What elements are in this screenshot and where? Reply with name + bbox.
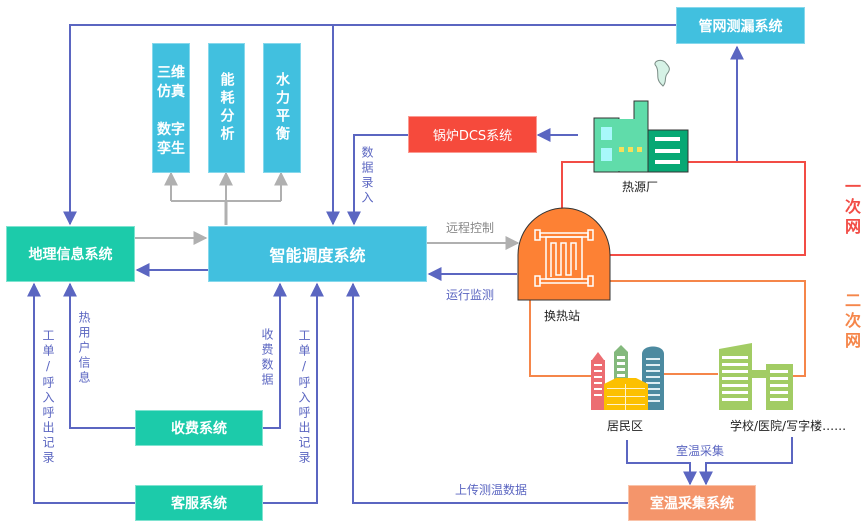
- module-3d-line4: 孪生: [157, 141, 185, 157]
- public-buildings-icon: [719, 343, 793, 410]
- flow-billing-to-gis: [63, 282, 135, 429]
- module-energy-label: 能耗分析: [218, 72, 235, 144]
- flow-leak-to-gis: [63, 24, 676, 226]
- room-temp-collect-label: 室温采集: [676, 444, 725, 458]
- secondary-network-line: [610, 280, 806, 377]
- primary-network-line: [561, 161, 595, 218]
- exchange-station-caption: 换热站: [544, 309, 581, 323]
- secondary-network-line-left: [529, 300, 592, 377]
- dispatch-system-box[interactable]: 智能调度系统: [208, 226, 427, 282]
- heat-exchanger-icon: [517, 207, 611, 301]
- dispatch-system-label: 智能调度系统: [269, 246, 366, 265]
- primary-network-line-right: [610, 161, 806, 256]
- module-3d-line1: 三维: [157, 65, 185, 81]
- pipe-leak-system-label: 管网测漏系统: [698, 18, 783, 35]
- module-3d-line2: 仿真: [157, 84, 185, 100]
- flow-residential-to-roomtemp: [626, 440, 697, 486]
- gis-system-label: 地理信息系统: [28, 247, 113, 263]
- room-temp-system-label: 室温采集系统: [650, 496, 734, 512]
- remote-control-label: 远程控制: [446, 221, 495, 235]
- billing-data-label: 收费数据: [260, 328, 274, 388]
- upload-temp-data-label: 上传测温数据: [455, 483, 528, 497]
- flow-public-to-roomtemp: [699, 437, 793, 486]
- flow-dcs-to-dispatch: [347, 134, 408, 226]
- operation-monitor-label: 运行监测: [446, 288, 495, 302]
- flow-service-to-dispatch: [262, 282, 324, 504]
- gis-system-box[interactable]: 地理信息系统: [6, 226, 135, 282]
- public-buildings-caption: 学校/医院/写字楼……: [730, 419, 847, 433]
- heat-user-info-label: 热用户信息: [77, 311, 91, 386]
- ticket-call-left-label: 工单/呼入呼出记录: [41, 329, 55, 466]
- boiler-dcs-system-label: 锅炉DCS系统: [432, 129, 513, 144]
- room-temp-system-box[interactable]: 室温采集系统: [628, 485, 756, 521]
- factory-icon: [593, 59, 689, 173]
- data-entry-label: 数据录入: [360, 146, 374, 206]
- module-energy-analysis[interactable]: 能耗分析: [208, 43, 245, 173]
- module-3d-digital-twin[interactable]: 三维 仿真 数字 孪生: [152, 43, 190, 173]
- boiler-dcs-system-box[interactable]: 锅炉DCS系统: [408, 116, 537, 153]
- heat-source-caption: 热源厂: [622, 180, 659, 194]
- module-hydraulic-label: 水力平衡: [274, 72, 290, 144]
- residential-buildings-icon: [591, 345, 664, 410]
- flow-billing-to-dispatch: [262, 282, 287, 429]
- module-3d-line3: 数字: [157, 122, 185, 138]
- pipe-leak-system-box[interactable]: 管网测漏系统: [676, 7, 805, 44]
- secondary-network-label: 二次网: [842, 292, 861, 352]
- billing-system-box[interactable]: 收费系统: [135, 410, 263, 446]
- ticket-call-right-label: 工单/呼入呼出记录: [297, 329, 311, 466]
- billing-system-label: 收费系统: [171, 421, 227, 437]
- customer-service-system-label: 客服系统: [171, 496, 227, 512]
- flow-roomtemp-to-dispatch: [346, 282, 628, 504]
- customer-service-system-box[interactable]: 客服系统: [135, 485, 263, 521]
- module-hydraulic-balance[interactable]: 水力平衡: [263, 43, 301, 173]
- flow-service-to-gis: [27, 282, 135, 504]
- residential-caption: 居民区: [607, 419, 644, 433]
- primary-network-label: 一次网: [842, 178, 861, 238]
